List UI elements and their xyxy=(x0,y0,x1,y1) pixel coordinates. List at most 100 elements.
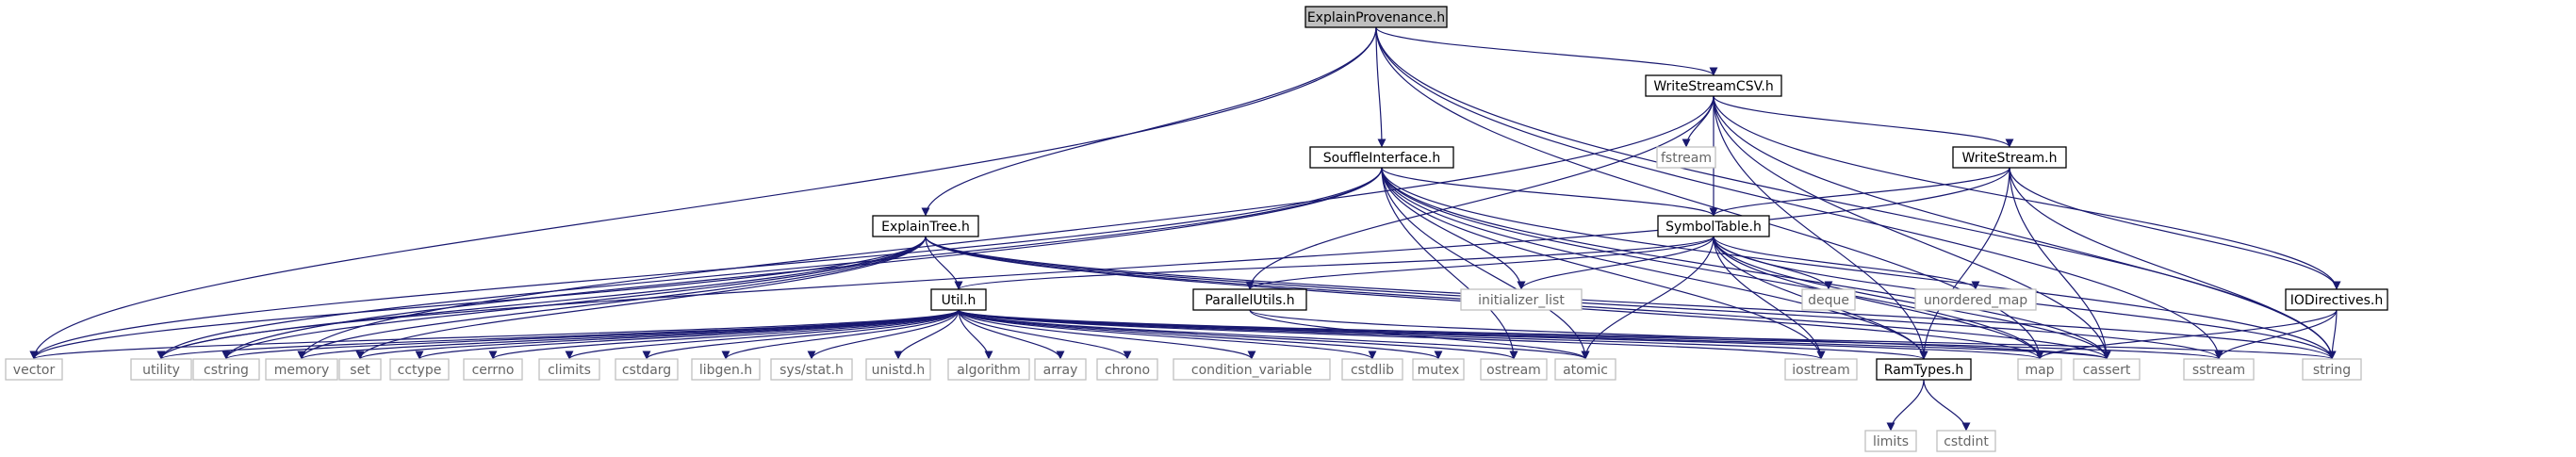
edge-iodirectives-to-sstream xyxy=(2214,309,2338,360)
node-box-cstdlib xyxy=(1341,358,1403,381)
node-iodirectives[interactable]: IODirectives.h xyxy=(2285,288,2388,311)
node-array: array xyxy=(1034,358,1087,381)
node-util[interactable]: Util.h xyxy=(930,288,987,311)
edge-explaintree-to-set xyxy=(355,236,927,360)
edge-util-to-condition_variable xyxy=(958,309,1256,360)
node-label: cerrno xyxy=(472,363,515,378)
node-label: ParallelUtils.h xyxy=(1205,293,1294,308)
node-box-writestream xyxy=(1952,146,2067,169)
edge-util-to-ostream xyxy=(958,309,1518,360)
node-label: utility xyxy=(142,363,180,378)
node-label: iostream xyxy=(1792,363,1850,378)
node-box-unistd xyxy=(865,358,931,381)
edge-util-to-string xyxy=(958,309,2336,360)
edge-writestream-to-ramtypes xyxy=(1919,167,2010,360)
node-atomic: atomic xyxy=(1554,358,1616,381)
node-label: fstream xyxy=(1661,151,1712,166)
node-fstream: fstream xyxy=(1656,146,1716,169)
node-label: WriteStreamCSV.h xyxy=(1653,79,1773,94)
node-explaintree[interactable]: ExplainTree.h xyxy=(872,215,979,237)
node-label: SymbolTable.h xyxy=(1665,220,1762,235)
node-box-utility xyxy=(130,358,192,381)
edge-symboltable-to-cassert xyxy=(1713,236,2111,360)
edge-writestream-to-cassert xyxy=(2009,167,2111,360)
node-label: cstring xyxy=(204,363,249,378)
edge-explainprovenance-to-map xyxy=(1375,26,2044,360)
edge-util-to-libgen xyxy=(721,309,960,360)
node-label: Util.h xyxy=(942,293,976,308)
edge-explaintree-to-vector xyxy=(29,236,927,360)
node-label: cstdint xyxy=(1944,434,1989,449)
node-box-ostream xyxy=(1480,358,1548,381)
edge-souffleinterface-to-atomic xyxy=(1381,167,1590,360)
node-box-unordered_map xyxy=(1914,288,2037,311)
edge-explainprovenance-to-explaintree xyxy=(921,26,1377,217)
node-label: RamTypes.h xyxy=(1884,363,1963,378)
node-unordered_map: unordered_map xyxy=(1914,288,2037,311)
node-cstdint: cstdint xyxy=(1936,430,1996,452)
node-label: algorithm xyxy=(957,363,1021,378)
edge-writestream-to-symboltable xyxy=(1709,167,2010,217)
node-box-sysstat xyxy=(770,358,853,381)
node-box-iodirectives xyxy=(2285,288,2388,311)
edge-souffleinterface-to-string xyxy=(1381,167,2337,360)
node-parallelutils[interactable]: ParallelUtils.h xyxy=(1192,288,1307,311)
node-box-fstream xyxy=(1656,146,1716,169)
node-box-cassert xyxy=(2073,358,2141,381)
edge-souffleinterface-to-cstring xyxy=(222,167,1383,360)
node-label: cassert xyxy=(2083,363,2131,378)
node-cstdlib: cstdlib xyxy=(1341,358,1403,381)
node-symboltable[interactable]: SymbolTable.h xyxy=(1657,215,1770,237)
node-limits: limits xyxy=(1864,430,1917,452)
edge-util-to-chrono xyxy=(958,309,1132,360)
node-box-writestreamcsv xyxy=(1645,74,1782,97)
edge-explaintree-to-cstring xyxy=(222,236,927,360)
node-label: climits xyxy=(548,363,591,378)
edge-writestreamcsv-to-memory xyxy=(297,95,1715,360)
edge-util-to-atomic xyxy=(958,309,1590,360)
node-box-cerrno xyxy=(463,358,523,381)
header-nodes: ExplainProvenance.hWriteStreamCSV.hSouff… xyxy=(5,6,2388,452)
node-writestreamcsv[interactable]: WriteStreamCSV.h xyxy=(1645,74,1782,97)
edge-util-to-iostream xyxy=(958,309,1826,360)
node-souffleinterface[interactable]: SouffleInterface.h xyxy=(1309,146,1454,169)
node-box-util xyxy=(930,288,987,311)
node-explainprovenance[interactable]: ExplainProvenance.h xyxy=(1304,6,1448,28)
node-ramtypes[interactable]: RamTypes.h xyxy=(1876,358,1972,381)
node-label: unordered_map xyxy=(1924,293,2027,308)
node-box-cstdarg xyxy=(615,358,679,381)
node-box-parallelutils xyxy=(1192,288,1307,311)
node-utility: utility xyxy=(130,358,192,381)
node-box-iostream xyxy=(1784,358,1858,381)
node-sstream: sstream xyxy=(2183,358,2255,381)
node-box-vector xyxy=(5,358,63,381)
node-libgen: libgen.h xyxy=(691,358,761,381)
node-box-limits xyxy=(1864,430,1917,452)
node-box-climits xyxy=(538,358,600,381)
edge-util-to-vector xyxy=(29,309,960,360)
dependency-edges xyxy=(29,26,2341,432)
node-box-initializer_list xyxy=(1460,288,1583,311)
node-cassert: cassert xyxy=(2073,358,2141,381)
edge-writestream-to-string xyxy=(2009,167,2337,360)
node-writestream[interactable]: WriteStream.h xyxy=(1952,146,2067,169)
edge-symboltable-to-map xyxy=(1713,236,2044,360)
edge-explainprovenance-to-vector xyxy=(29,26,1377,360)
node-label: IODirectives.h xyxy=(2290,293,2383,308)
node-map: map xyxy=(2017,358,2062,381)
node-label: condition_variable xyxy=(1191,363,1312,378)
node-climits: climits xyxy=(538,358,600,381)
node-box-algorithm xyxy=(947,358,1030,381)
node-label: memory xyxy=(274,363,330,378)
edge-writestreamcsv-to-ramtypes xyxy=(1713,95,1928,360)
node-box-map xyxy=(2017,358,2062,381)
edge-util-to-climits xyxy=(565,309,960,360)
node-label: WriteStream.h xyxy=(1962,151,2058,166)
node-label: ExplainProvenance.h xyxy=(1307,10,1445,25)
node-memory: memory xyxy=(265,358,338,381)
node-label: cstdlib xyxy=(1351,363,1394,378)
edge-writestreamcsv-to-writestream xyxy=(1713,95,2014,148)
node-box-deque xyxy=(1801,288,1856,311)
edge-souffleinterface-to-symboltable xyxy=(1381,167,1718,217)
node-box-cstring xyxy=(192,358,260,381)
